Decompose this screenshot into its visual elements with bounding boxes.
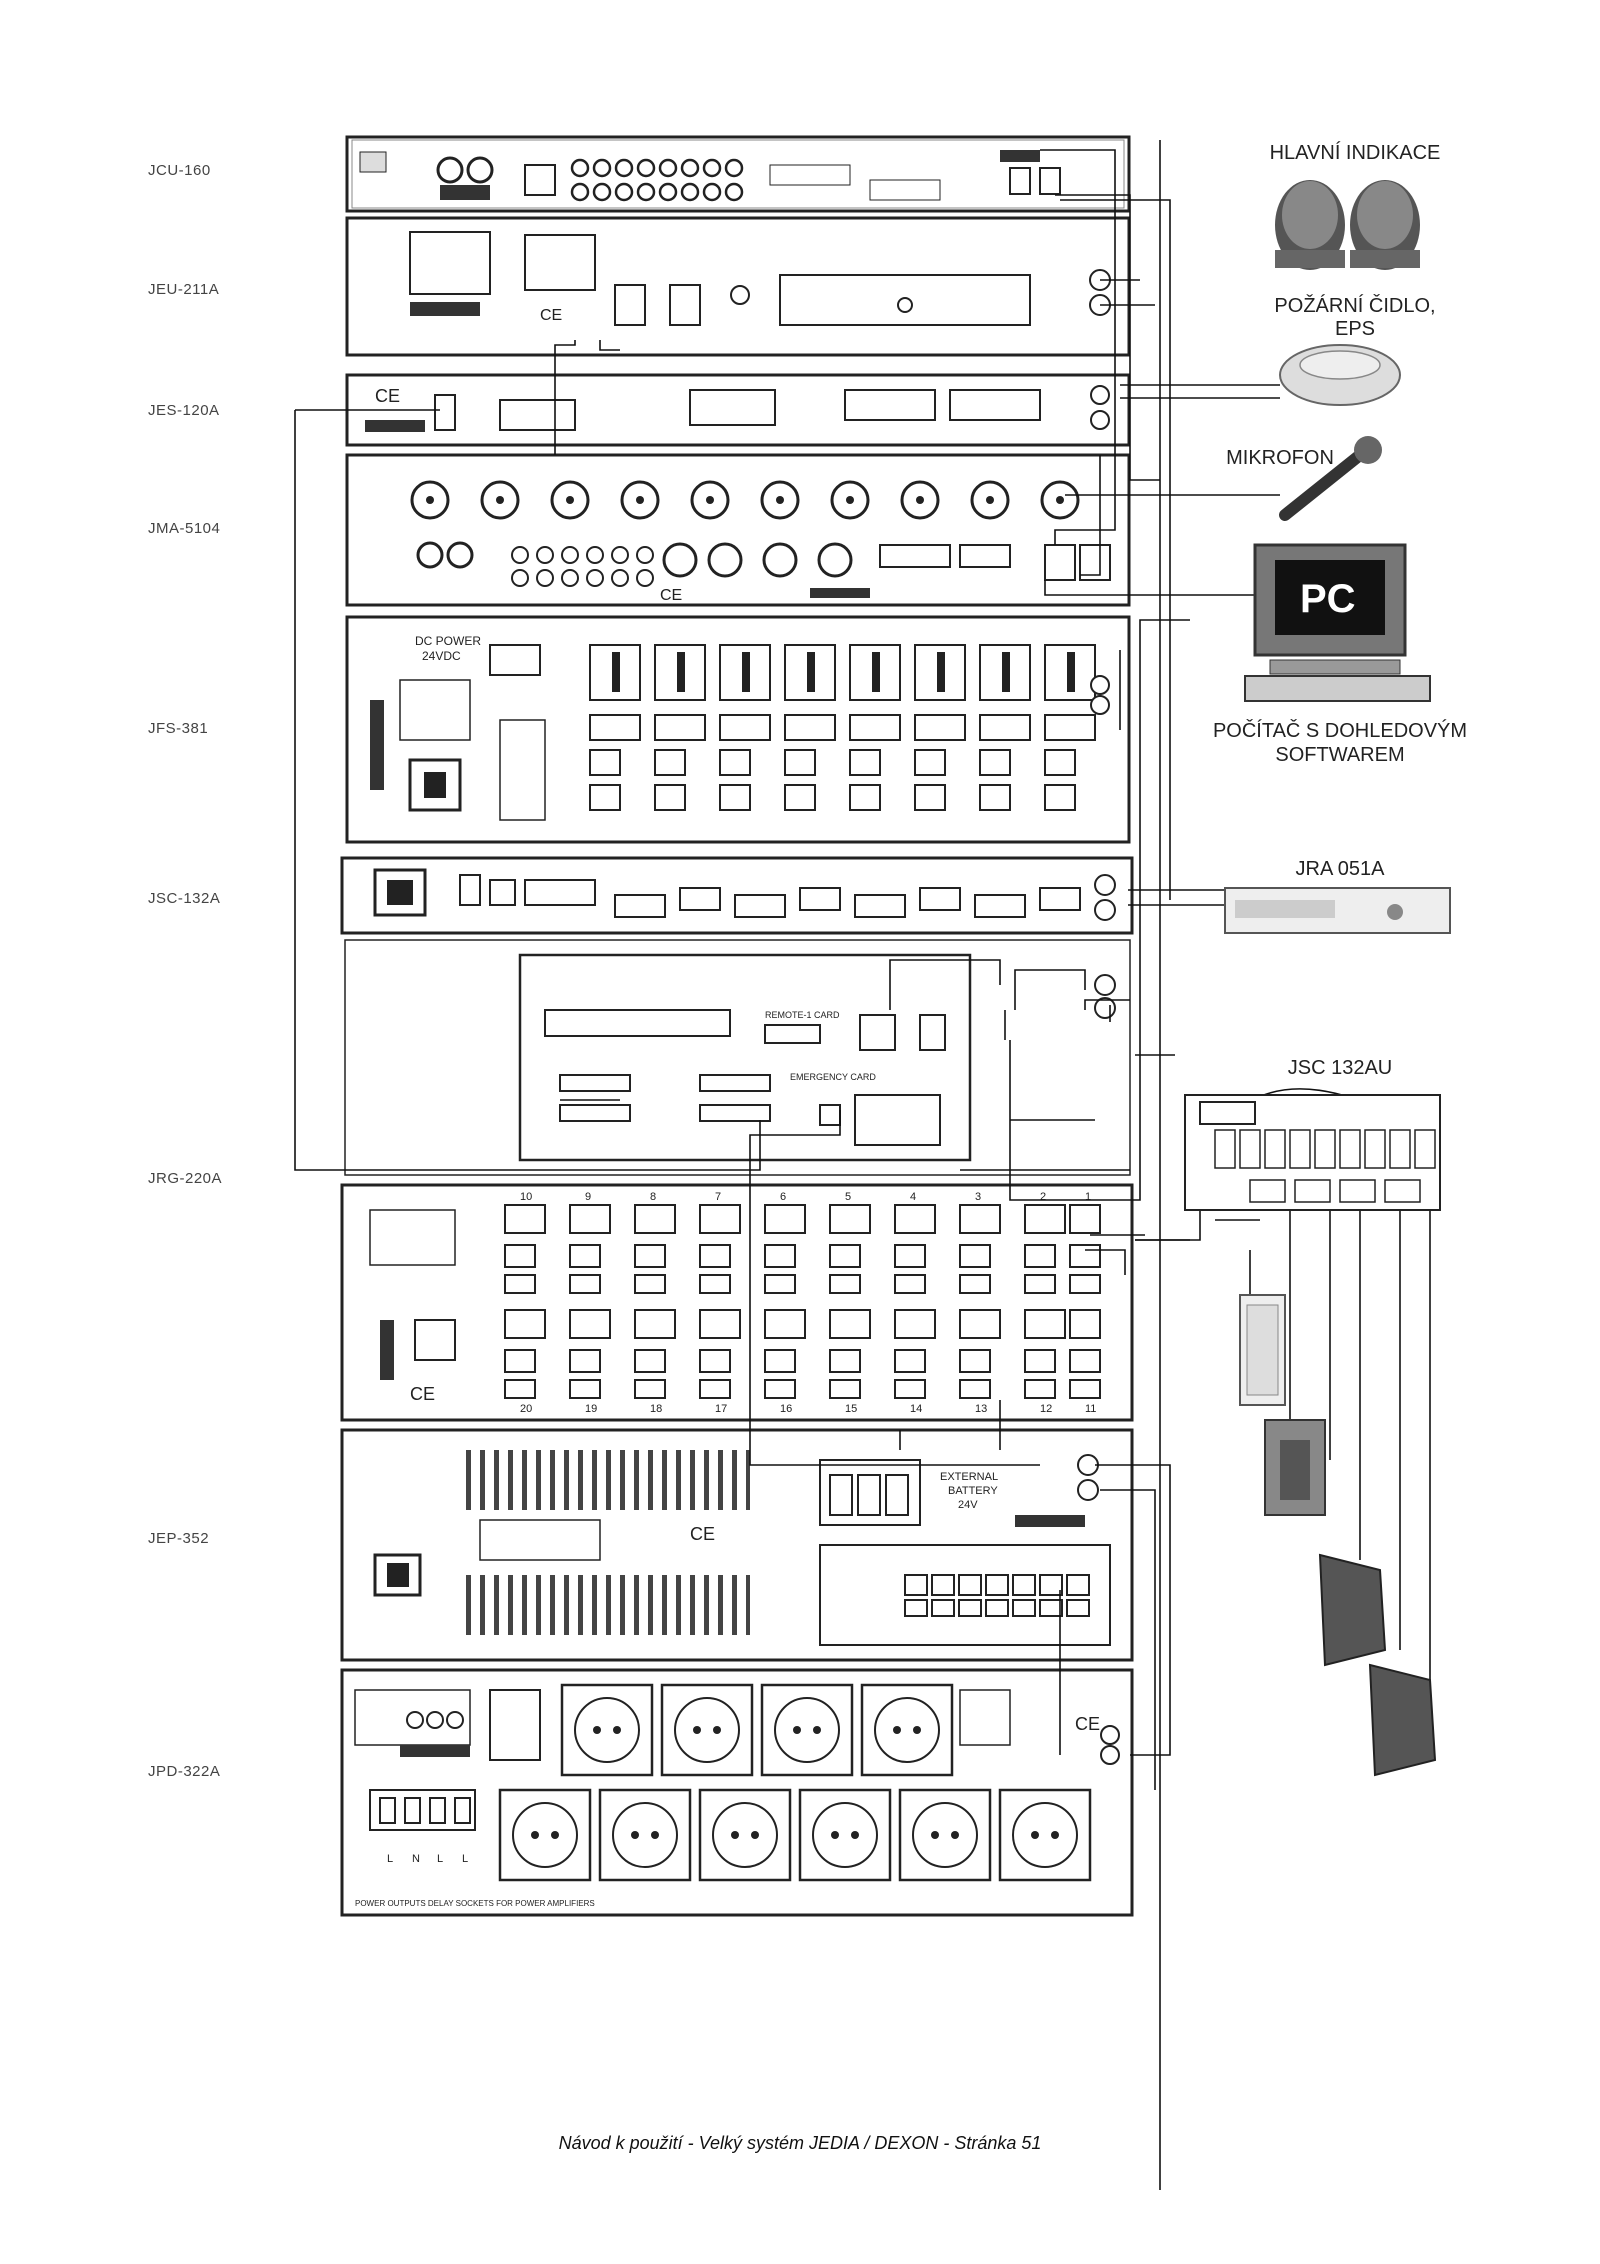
jra-051a-caption: JRA 051A: [1295, 858, 1385, 880]
jsc-132au-caption: JSC 132AU: [1287, 1057, 1393, 1079]
jrg-channel-number: 3: [975, 1191, 981, 1203]
svg-text:CE: CE: [660, 587, 682, 604]
unit-label-jcu: JCU-160: [148, 162, 211, 179]
jrg-channel-number: 10: [520, 1191, 532, 1203]
column-speaker-icon: [1239, 1294, 1286, 1406]
beacons-caption: HLAVNÍ INDIKACE: [1269, 142, 1441, 164]
jep-352-panel: CE EXTERNAL BATTERY 24V: [340, 1428, 1134, 1662]
jrg-channel-number: 12: [1040, 1403, 1052, 1415]
jrg-220a-cards: REMOTE-1 CARD EMERGENCY CARD: [344, 939, 1131, 1176]
jrg-channel-number: 4: [910, 1191, 916, 1203]
jrg-channel-number: 9: [585, 1191, 591, 1203]
jra-051a-device: [1224, 887, 1451, 934]
power-outputs-note: POWER OUTPUTS DELAY SOCKETS FOR POWER AM…: [355, 1899, 595, 1908]
jrg-channel-number: 20: [520, 1403, 532, 1415]
unit-label-jma: JMA-5104: [148, 520, 221, 537]
svg-text:CE: CE: [410, 1384, 435, 1404]
beacon-lights-icon: [1275, 180, 1420, 270]
jcu-160-panel: [345, 135, 1131, 213]
unit-label-jes: JES-120A: [148, 402, 220, 419]
jrg-channel-number: 16: [780, 1403, 792, 1415]
horn-speaker-icon: [1318, 1553, 1437, 1777]
microphone-caption: MIKROFON: [1226, 447, 1334, 469]
unit-label-jep: JEP-352: [148, 1530, 210, 1547]
external-battery-line3: 24V: [958, 1499, 978, 1511]
jsc-132au-device: [1184, 1094, 1441, 1211]
jrg-bottom-numbers: 20 19 18 17 16 15 14 13 12 11: [520, 1403, 1096, 1415]
unit-label-jrg: JRG-220A: [148, 1170, 223, 1187]
svg-text:24VDC: 24VDC: [422, 649, 461, 663]
jfs-381-panel: DC POWER 24VDC: [345, 615, 1131, 844]
jeu-211a-panel: CE: [345, 216, 1131, 357]
jrg-channel-number: 15: [845, 1403, 857, 1415]
jpd-322a-panel: L N L L POWER OUTPUTS DELAY SOCKETS FOR POW…: [340, 1668, 1134, 1917]
jrg-channel-number: 8: [650, 1191, 656, 1203]
svg-text:CE: CE: [690, 1524, 715, 1544]
jrg-channel-number: 18: [650, 1403, 662, 1415]
phase-label: L: [387, 1853, 393, 1865]
pc-caption-line1: POČÍTAČ S DOHLEDOVÝM: [1212, 720, 1468, 742]
jrg-channel-number: 17: [715, 1403, 727, 1415]
pc-screen-text: PC: [1300, 577, 1356, 621]
wall-speaker-icon: [1264, 1419, 1326, 1516]
page-footer: Návod k použití - Velký systém JEDIA / D…: [558, 2133, 1042, 2153]
jrg-channel-number: 6: [780, 1191, 786, 1203]
jrg-channel-number: 11: [1085, 1403, 1096, 1415]
jrg-channel-number: 1: [1085, 1191, 1091, 1203]
remote-card-label: REMOTE-1 CARD: [765, 1010, 840, 1020]
pc-caption-line2: SOFTWAREM: [1275, 744, 1405, 766]
jrg-channel-number: 19: [585, 1403, 597, 1415]
jrg-top-numbers: 10 9 8 7 6 5 4 3 2 1: [520, 1191, 1091, 1203]
microphone-icon: [1279, 436, 1382, 521]
jrg-channel-number: 7: [715, 1191, 721, 1203]
external-battery-line1: EXTERNAL: [940, 1471, 998, 1483]
svg-text:CE: CE: [540, 307, 562, 324]
jfs-amp-blocks: [589, 714, 1096, 811]
svg-text:CE: CE: [1075, 1714, 1100, 1734]
phase-label: L: [462, 1853, 468, 1865]
svg-text:CE: CE: [375, 386, 400, 406]
external-battery-line2: BATTERY: [948, 1485, 998, 1497]
unit-label-jpd: JPD-322A: [148, 1763, 221, 1780]
jrg-channel-number: 13: [975, 1403, 987, 1415]
fire-detector-caption-line2: EPS: [1334, 318, 1376, 340]
phase-label: N: [412, 1853, 420, 1865]
unit-label-jsc: JSC-132A: [148, 890, 221, 907]
jrg-channel-number: 2: [1040, 1191, 1046, 1203]
phase-label: L: [437, 1853, 443, 1865]
pc-icon: PC: [1244, 543, 1431, 702]
jrg-channel-number: 14: [910, 1403, 922, 1415]
jma-5104-panel: CE: [345, 453, 1131, 607]
emergency-card-label: EMERGENCY CARD: [790, 1072, 876, 1082]
unit-label-jfs: JFS-381: [148, 720, 209, 737]
jes-120a-panel: CE: [345, 373, 1131, 447]
jrg-channel-number: 5: [845, 1191, 851, 1203]
unit-label-jeu: JEU-211A: [148, 281, 220, 298]
svg-text:DC POWER: DC POWER: [415, 634, 481, 648]
fire-detector-caption-line1: POŽÁRNÍ ČIDLO,: [1274, 295, 1436, 317]
smoke-detector-icon: [1279, 344, 1401, 406]
jsc-132a-panel: [340, 856, 1134, 935]
